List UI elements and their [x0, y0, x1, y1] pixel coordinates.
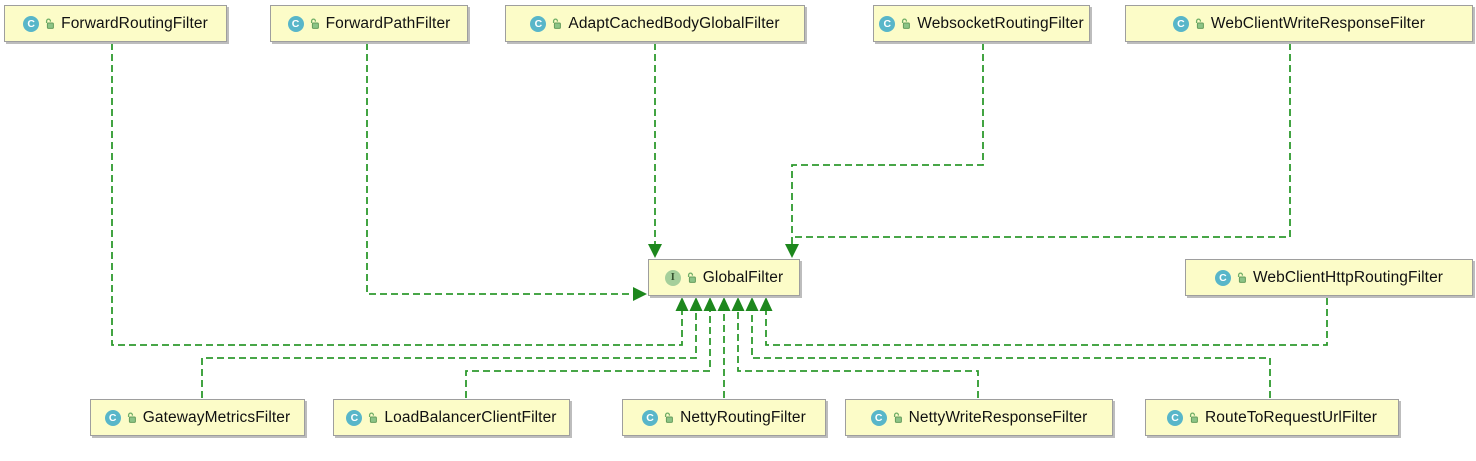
class-icon: C	[530, 15, 547, 32]
class-icon: C	[879, 15, 896, 32]
arrowhead-up-icon	[703, 297, 717, 311]
interface-icon: I	[664, 269, 681, 286]
class-name-label: RouteToRequestUrlFilter	[1204, 408, 1377, 426]
class-icon: C	[642, 409, 659, 426]
interface-name-label: GlobalFilter	[702, 268, 784, 286]
class-node-web-client-http-routing-filter[interactable]: C WebClientHttpRoutingFilter	[1185, 259, 1473, 296]
interface-node-global-filter[interactable]: I GlobalFilter	[648, 259, 800, 296]
edge-forwardroutingfilter	[111, 43, 683, 346]
arrowhead-up-icon	[731, 297, 745, 311]
arrowhead-right-icon	[633, 287, 647, 301]
arrowhead-down-icon	[648, 244, 662, 258]
class-name-label: GatewayMetricsFilter	[142, 408, 291, 426]
arrowhead-up-icon	[689, 297, 703, 311]
arrowhead-up-icon	[717, 297, 731, 311]
class-name-label: NettyRoutingFilter	[680, 408, 806, 426]
class-name-label: WebsocketRoutingFilter	[917, 14, 1084, 32]
class-node-load-balancer-client-filter[interactable]: C LoadBalancerClientFilter	[333, 399, 570, 436]
implements-arrowheads	[633, 244, 799, 311]
class-name-label: WebClientWriteResponseFilter	[1210, 14, 1426, 32]
unlocked-padlock-icon	[892, 411, 903, 424]
unlocked-padlock-icon	[44, 17, 55, 30]
edge-gatewaymetricsfilter	[201, 311, 697, 398]
class-node-gateway-metrics-filter[interactable]: C GatewayMetricsFilter	[90, 399, 305, 436]
unlocked-padlock-icon	[663, 411, 674, 424]
class-icon: C	[1166, 409, 1183, 426]
class-icon: C	[104, 409, 121, 426]
class-node-netty-routing-filter[interactable]: C NettyRoutingFilter	[622, 399, 826, 436]
unlocked-padlock-icon	[1236, 271, 1247, 284]
edge-webclienthttproutingfilter	[765, 298, 1328, 346]
unlocked-padlock-icon	[551, 17, 562, 30]
dashed-implements-lines	[111, 43, 1328, 398]
edge-forwardpathfilter	[366, 43, 633, 295]
unlocked-padlock-icon	[309, 17, 320, 30]
class-icon: C	[1214, 269, 1231, 286]
class-icon: C	[287, 15, 304, 32]
class-node-adapt-cached-body-global-filter[interactable]: C AdaptCachedBodyGlobalFilter	[505, 5, 805, 42]
edge-routetorequesturlfilter	[751, 311, 1271, 398]
class-name-label: NettyWriteResponseFilter	[908, 408, 1088, 426]
class-name-label: AdaptCachedBodyGlobalFilter	[568, 14, 780, 32]
class-node-netty-write-response-filter[interactable]: C NettyWriteResponseFilter	[845, 399, 1113, 436]
edge-loadbalancerclientfilter	[465, 311, 711, 398]
class-node-forward-path-filter[interactable]: C ForwardPathFilter	[270, 5, 468, 42]
class-icon: C	[23, 15, 40, 32]
arrowhead-up-icon	[759, 297, 773, 311]
class-node-web-client-write-response-filter[interactable]: C WebClientWriteResponseFilter	[1125, 5, 1473, 42]
unlocked-padlock-icon	[367, 411, 378, 424]
arrowhead-up-icon	[675, 297, 689, 311]
class-node-route-to-request-url-filter[interactable]: C RouteToRequestUrlFilter	[1145, 399, 1399, 436]
class-name-label: ForwardRoutingFilter	[61, 14, 208, 32]
class-node-websocket-routing-filter[interactable]: C WebsocketRoutingFilter	[873, 5, 1090, 42]
unlocked-padlock-icon	[1188, 411, 1199, 424]
class-icon: C	[346, 409, 363, 426]
class-icon: C	[870, 409, 887, 426]
edge-webclientwriteresponsefilter	[792, 43, 1291, 238]
unlocked-padlock-icon	[126, 411, 137, 424]
class-name-label: LoadBalancerClientFilter	[384, 408, 557, 426]
unlocked-padlock-icon	[686, 271, 697, 284]
arrowhead-down-icon	[785, 244, 799, 258]
arrowhead-up-icon	[745, 297, 759, 311]
class-node-forward-routing-filter[interactable]: C ForwardRoutingFilter	[4, 5, 227, 42]
unlocked-padlock-icon	[900, 17, 911, 30]
class-name-label: ForwardPathFilter	[325, 14, 451, 32]
unlocked-padlock-icon	[1194, 17, 1205, 30]
edge-nettywriteresponsefilter	[737, 311, 979, 398]
class-name-label: WebClientHttpRoutingFilter	[1252, 268, 1444, 286]
edge-websocketroutingfilter	[791, 43, 984, 244]
class-icon: C	[1172, 15, 1189, 32]
